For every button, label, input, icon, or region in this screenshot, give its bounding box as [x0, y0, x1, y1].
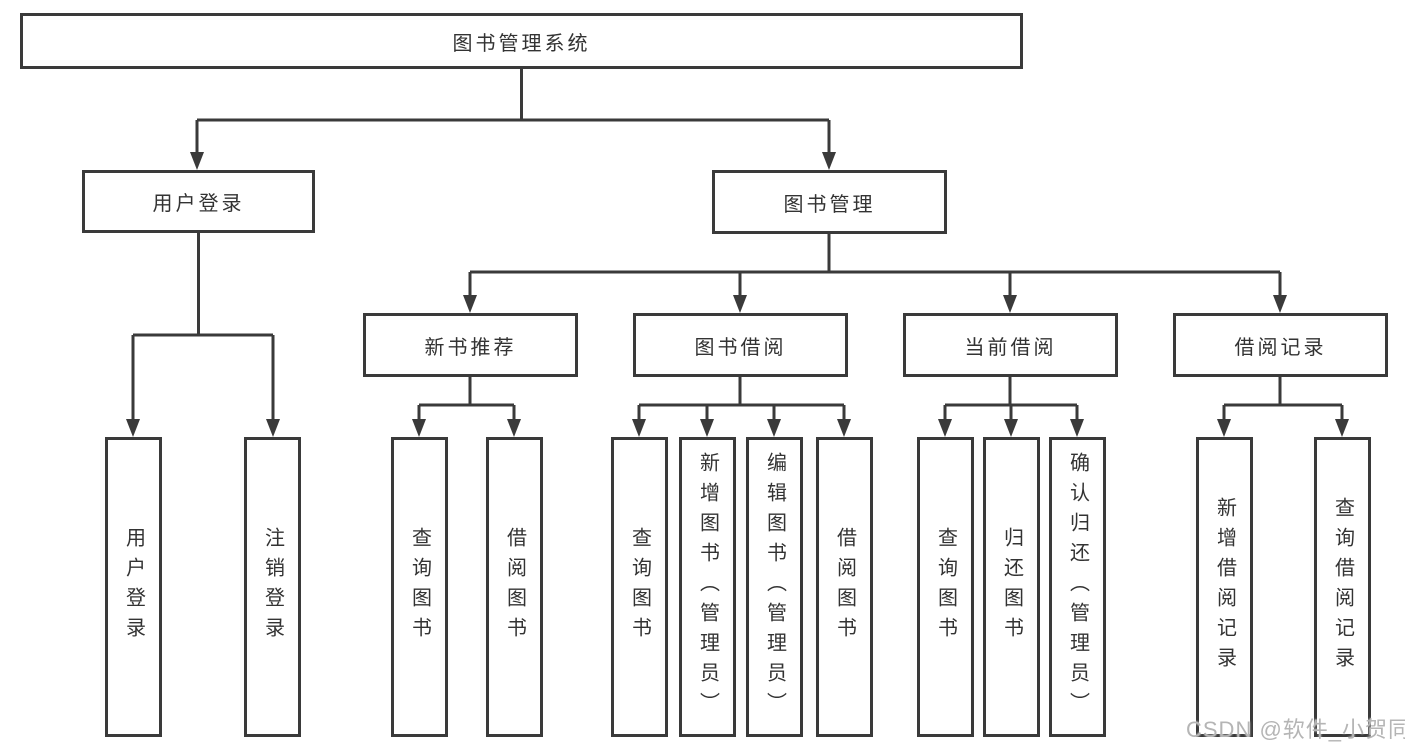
node-label: 图书管理系统 [452, 32, 591, 55]
node-label: 确认归还（管理员） [1066, 452, 1089, 722]
leaf-edit-books-admin: 编辑图书（管理员） [746, 437, 803, 737]
node-book-borrowing: 图书借阅 [633, 313, 848, 377]
connector-paths [131, 69, 1344, 423]
leaf-query-books-recommend: 查询图书 [391, 437, 448, 737]
node-current-borrowing: 当前借阅 [903, 313, 1118, 377]
node-label: 查询借阅记录 [1331, 497, 1354, 677]
arrowheads [126, 152, 1349, 437]
node-label: 借阅记录 [1234, 336, 1327, 359]
node-label: 归还图书 [1000, 527, 1023, 647]
node-label: 新书推荐 [424, 336, 517, 359]
node-label: 当前借阅 [964, 336, 1057, 359]
leaf-add-books-admin: 新增图书（管理员） [679, 437, 736, 737]
node-label: 图书借阅 [694, 336, 787, 359]
node-new-book-recommend: 新书推荐 [363, 313, 578, 377]
node-label: 查询图书 [408, 527, 431, 647]
node-library-management-system: 图书管理系统 [20, 13, 1023, 69]
node-label: 借阅图书 [503, 527, 526, 647]
node-label: 编辑图书（管理员） [763, 452, 786, 722]
node-label: 新增借阅记录 [1213, 497, 1236, 677]
leaf-user-login: 用户登录 [105, 437, 162, 737]
node-label: 图书管理 [783, 193, 876, 216]
leaf-return-books: 归还图书 [983, 437, 1040, 737]
node-borrowing-records: 借阅记录 [1173, 313, 1388, 377]
leaf-logout-login: 注销登录 [244, 437, 301, 737]
leaf-query-books-current: 查询图书 [917, 437, 974, 737]
leaf-borrow-books-recommend: 借阅图书 [486, 437, 543, 737]
node-label: 借阅图书 [833, 527, 856, 647]
node-label: 查询图书 [628, 527, 651, 647]
node-label: 注销登录 [261, 527, 284, 647]
node-label: 用户登录 [152, 193, 245, 215]
node-label: 查询图书 [934, 527, 957, 647]
leaf-query-borrow-record: 查询借阅记录 [1314, 437, 1371, 737]
leaf-query-books-borrowing: 查询图书 [611, 437, 668, 737]
node-label: 新增图书（管理员） [696, 452, 719, 722]
leaf-confirm-return-admin: 确认归还（管理员） [1049, 437, 1106, 737]
leaf-add-borrow-record: 新增借阅记录 [1196, 437, 1253, 737]
node-user-login: 用户登录 [82, 170, 315, 233]
csdn-watermark: CSDN @软件_小贺同学 [1186, 717, 1405, 742]
node-label: 用户登录 [122, 527, 145, 647]
node-book-management: 图书管理 [712, 170, 947, 234]
leaf-borrow-books: 借阅图书 [816, 437, 873, 737]
